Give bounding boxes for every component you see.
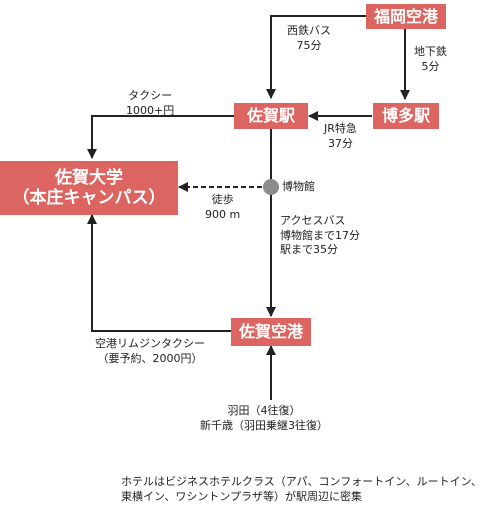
node-saga-university: 佐賀大学 （本庄キャンパス） (0, 161, 178, 215)
saga-university-name: 佐賀大学 (55, 167, 123, 188)
label-access-bus-line2: 博物館まで17分 (280, 228, 360, 242)
label-taxi-station: タクシー 1000+円 (126, 89, 174, 118)
label-subway-line1: 地下鉄 (414, 45, 447, 58)
label-access-bus-line1: アクセスバス (280, 214, 346, 227)
label-walk: 徒歩 900 m (205, 193, 240, 222)
label-taxi-station-line1: タクシー (128, 89, 173, 102)
footnote-line2: 東横イン、ワシントンプラザ等）が駅周辺に密集 (121, 490, 363, 504)
footnote-line1: ホテルはビジネスホテルクラス（アパ、コンフォートイン、ルートイン、 (121, 475, 482, 488)
label-nishitetsu-bus-line1: 西鉄バス (287, 24, 331, 37)
label-walk-line2: 900 m (205, 207, 241, 221)
label-flights-line2: 新千歳（羽田乗継3往復） (200, 418, 328, 432)
label-jr-express-line1: JR特急 (324, 122, 357, 135)
edge-airport-to-university (87, 214, 231, 332)
label-access-bus-line3: 駅まで35分 (280, 243, 338, 257)
label-jr-express-line2: 37分 (327, 136, 353, 150)
node-saga-airport: 佐賀空港 (231, 318, 311, 346)
label-nishitetsu-bus: 西鉄バス 75分 (287, 24, 331, 53)
edge-saga-to-university (87, 115, 234, 159)
label-subway-line2: 5分 (421, 59, 440, 73)
node-saga-station: 佐賀駅 (234, 103, 308, 129)
label-taxi-station-line2: 1000+円 (126, 103, 175, 117)
label-museum: 博物館 (282, 180, 315, 193)
edge-fukuoka-to-saga (266, 15, 366, 99)
saga-university-campus: （本庄キャンパス） (12, 188, 166, 208)
footnote-hotels: ホテルはビジネスホテルクラス（アパ、コンフォートイン、ルートイン、 東横イン、ワ… (121, 474, 499, 505)
label-flights: 羽田（4往復） 新千歳（羽田乗継3往復） (200, 404, 328, 433)
label-access-bus: アクセスバス 博物館まで17分 駅まで35分 (280, 214, 360, 258)
label-airport-limousine: 空港リムジンタクシー （要予約、2000円） (95, 337, 205, 366)
label-airport-limousine-line1: 空港リムジンタクシー (95, 337, 205, 350)
node-fukuoka-airport: 福岡空港 (366, 4, 446, 29)
label-subway: 地下鉄 5分 (414, 45, 447, 74)
label-jr-express: JR特急 37分 (324, 122, 357, 151)
label-walk-line1: 徒歩 (211, 193, 234, 206)
node-hakata-station: 博多駅 (373, 103, 439, 129)
label-nishitetsu-bus-line2: 75分 (296, 38, 322, 52)
museum-dot (263, 179, 279, 195)
label-airport-limousine-line2: （要予約、2000円） (97, 351, 203, 365)
label-flights-line1: 羽田（4往復） (227, 404, 301, 417)
